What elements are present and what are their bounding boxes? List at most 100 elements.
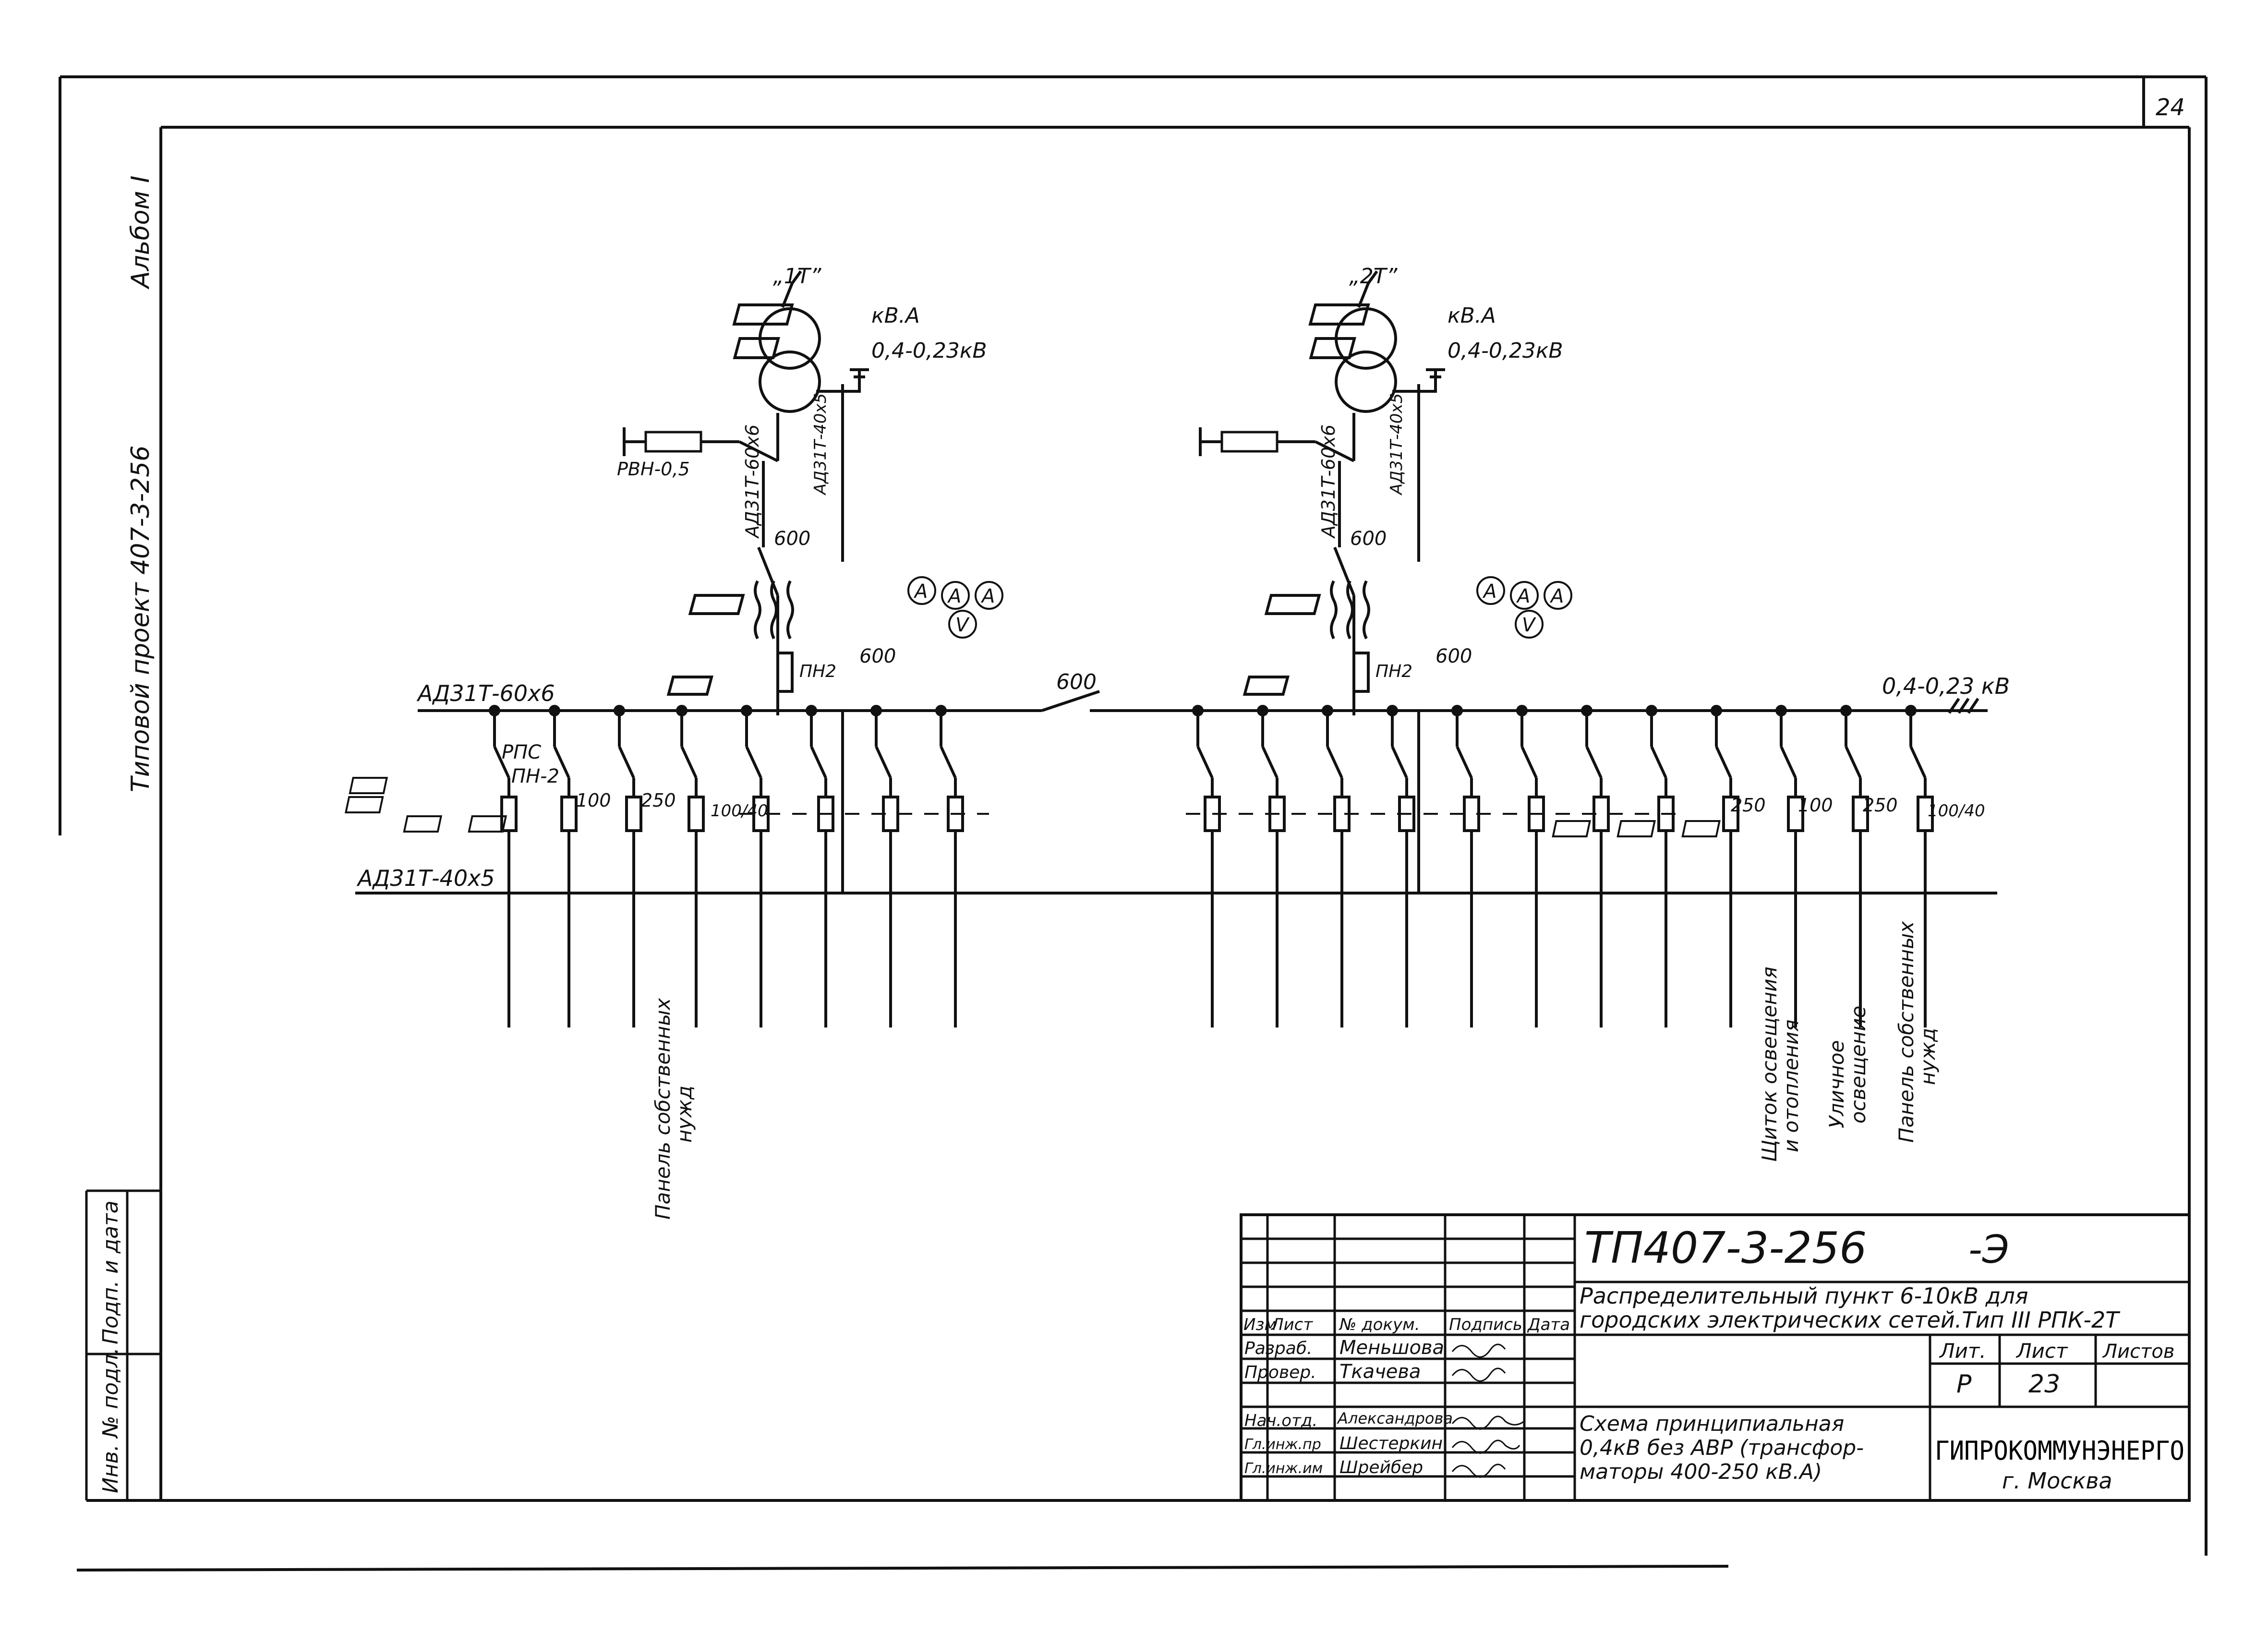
feeder-rating-box (349, 777, 388, 794)
lit-header: Лит. (1939, 1339, 1986, 1363)
caption-street-1: Уличное (1825, 1040, 1848, 1128)
feeder-switch-blade (875, 746, 892, 779)
project-name-2: городских электрических сетей.Тип III РП… (1580, 1307, 2121, 1333)
transformer-1-power: кВ.А (871, 303, 920, 328)
caption-left-own-needs-1: Панель собственных (651, 998, 675, 1220)
feeder-switch-blade (1585, 746, 1603, 779)
feeder-switch-blade (940, 746, 957, 779)
role-chief-eng-proj: Гл.инж.пр (1244, 1436, 1321, 1453)
name-developer: Меньшова (1339, 1337, 1444, 1359)
title-block (1240, 1213, 2191, 1502)
stamp-date-label: Подп. и дата (98, 1200, 123, 1344)
left-stamp (85, 1189, 161, 1500)
lit-value: Р (1956, 1370, 1972, 1399)
organization-name: ГИПРОКОММУНЭНЕРГО (1935, 1436, 2184, 1466)
header-sign: Подпись (1449, 1315, 1522, 1334)
transformer-2-meter-v: V (1522, 614, 1536, 636)
feeder-fuse (625, 796, 642, 832)
transformer-1-meter-box (688, 594, 745, 615)
feeder-rating-box (1681, 820, 1721, 837)
transformer-2-meter-a3: A (1549, 585, 1564, 607)
bus-label-left: АД31Т-60х6 (416, 680, 555, 706)
role-chief-eng-im: Гл.инж.им (1244, 1460, 1323, 1477)
transformer-1-meter-v: V (955, 614, 970, 636)
drawing-code-suffix: -Э (1968, 1227, 2009, 1272)
left-rating-3: 100/40 (711, 801, 768, 821)
left-rating-2: 250 (641, 790, 676, 811)
transformer-1-winding-lower (759, 351, 821, 413)
header-izm: Изм (1243, 1315, 1277, 1334)
fuse-pn2-1-label: ПН2 (799, 662, 836, 681)
transformer-1-power-box (732, 303, 794, 326)
sheet-header: Лист (2015, 1339, 2068, 1363)
fuse-pn2-1 (776, 652, 794, 693)
arrester-1-label: РВН-0,5 (617, 459, 690, 480)
lower-bus-label: АД31Т-40х5 (356, 865, 495, 891)
transformer-1-fuse-box (666, 676, 713, 696)
drawing-title-2: 0,4кВ без АВР (трансфор- (1580, 1436, 1864, 1460)
transformer-1-id: „1Т” (773, 264, 822, 289)
fuse-pn2-1-rating: 600 (859, 645, 896, 667)
feeder-switch-blade (745, 746, 762, 779)
sheet-corner-number: 24 (2156, 94, 2185, 121)
rps-label: РПС (502, 741, 541, 763)
transformer-2-meter-box (1264, 594, 1321, 615)
feeders (344, 705, 1934, 1028)
pn2-label: ПН-2 (511, 765, 559, 787)
right-rating-4: 100/40 (1928, 801, 1985, 821)
transformer-2-winding-lower (1335, 351, 1397, 413)
transformer-2-bus-left: АД31Т-60х6 (1318, 424, 1339, 539)
transformer-2-meter-a2: A (1516, 585, 1530, 607)
feeder-switch-blade (493, 746, 510, 779)
sheets-header: Листов (2102, 1341, 2174, 1363)
transformer-2-voltage-box (1309, 337, 1356, 359)
caption-lighting-1: Щиток освещения (1758, 967, 1781, 1162)
feeder-rating-box (1552, 820, 1591, 837)
organization-city: г. Москва (2002, 1468, 2112, 1494)
transformer-2-power-box (1308, 303, 1370, 326)
role-checker: Провер. (1244, 1363, 1316, 1382)
caption-lighting-2: и отопления (1779, 1019, 1803, 1152)
transformer-1-branch (623, 270, 869, 715)
right-rating-2: 100 (1798, 795, 1833, 816)
drawing-title-3: маторы 400-250 кВ.А) (1580, 1460, 1822, 1484)
drawing-code: ТП407-3-256 (1584, 1223, 1867, 1273)
feeder-switch-blade (1261, 746, 1279, 779)
feeder-switch-blade (1456, 746, 1473, 779)
transformer-2-fuse-box (1243, 676, 1290, 696)
name-chief-eng-im: Шрейбер (1339, 1458, 1423, 1477)
caption-right-own-needs-2: нужд (1916, 1028, 1940, 1085)
transformer-2-breaker: 600 (1350, 528, 1387, 550)
transformer-2-power: кВ.А (1448, 303, 1496, 328)
sheet-value: 23 (2028, 1370, 2060, 1399)
fuse-pn2-2-label: ПН2 (1375, 662, 1412, 681)
feeder-switch-blade (1715, 746, 1732, 779)
feeder-switch-blade (1391, 746, 1408, 779)
header-list: Лист (1270, 1315, 1313, 1334)
feeder-fuse (688, 796, 705, 832)
album-label: Альбом I (126, 176, 155, 290)
drawing-title-1: Схема принципиальная (1580, 1412, 1844, 1436)
caption-left-own-needs-2: нужд (673, 1086, 696, 1143)
fuse-pn2-2-rating: 600 (1436, 645, 1472, 667)
transformer-1-bus-down: АД31Т-40х5 (811, 393, 830, 496)
transformer-1-bus-left: АД31Т-60х6 (742, 424, 763, 539)
transformer-2-bus-down: АД31Т-40х5 (1387, 393, 1406, 496)
bus-label-right: 0,4-0,23 кВ (1882, 673, 2010, 699)
name-dept-head: Александрова (1337, 1409, 1453, 1427)
feeder-rating-box (403, 815, 443, 833)
role-dept-head: Нач.отд. (1244, 1411, 1317, 1430)
name-chief-eng-proj: Шестеркин (1339, 1434, 1443, 1453)
feeder-fuse (560, 796, 578, 832)
feeder-switch-blade (1780, 746, 1797, 779)
arrester-1 (644, 431, 702, 453)
feeder-switch-blade (680, 746, 698, 779)
caption-right-own-needs-1: Панель собственных (1894, 921, 1918, 1143)
transformer-1-meters: A A A V (907, 576, 1003, 639)
transformer-1-voltage: 0,4-0,23кВ (871, 338, 987, 363)
feeder-rating-box (1617, 820, 1656, 837)
fuse-pn2-2 (1352, 652, 1370, 693)
feeder-switch-blade (810, 746, 827, 779)
feeder-rating-box (344, 796, 384, 813)
